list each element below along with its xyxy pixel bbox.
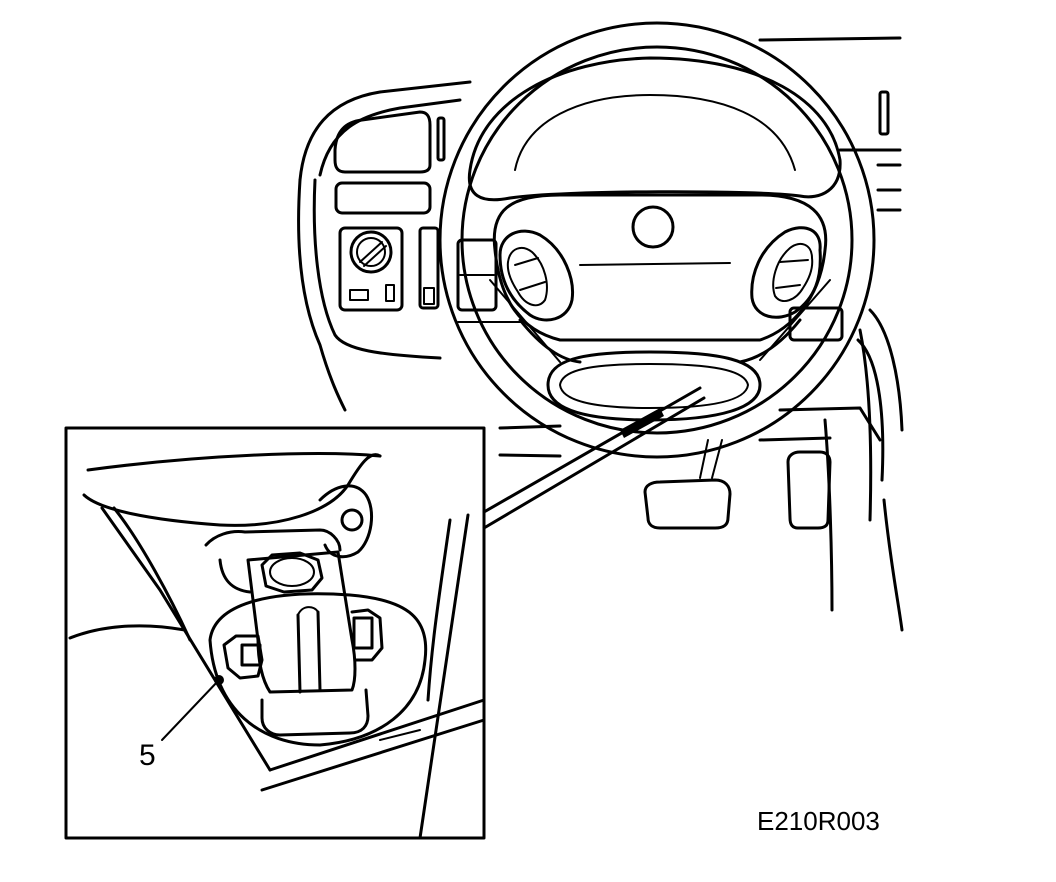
pedals — [643, 439, 832, 530]
steering-wheel — [438, 21, 876, 459]
callout-number: 5 — [139, 739, 156, 772]
detail-inset: 5 — [64, 386, 706, 840]
figure-code: E210R003 — [757, 806, 880, 836]
dashboard — [297, 36, 904, 632]
instrument-cluster — [333, 90, 902, 312]
